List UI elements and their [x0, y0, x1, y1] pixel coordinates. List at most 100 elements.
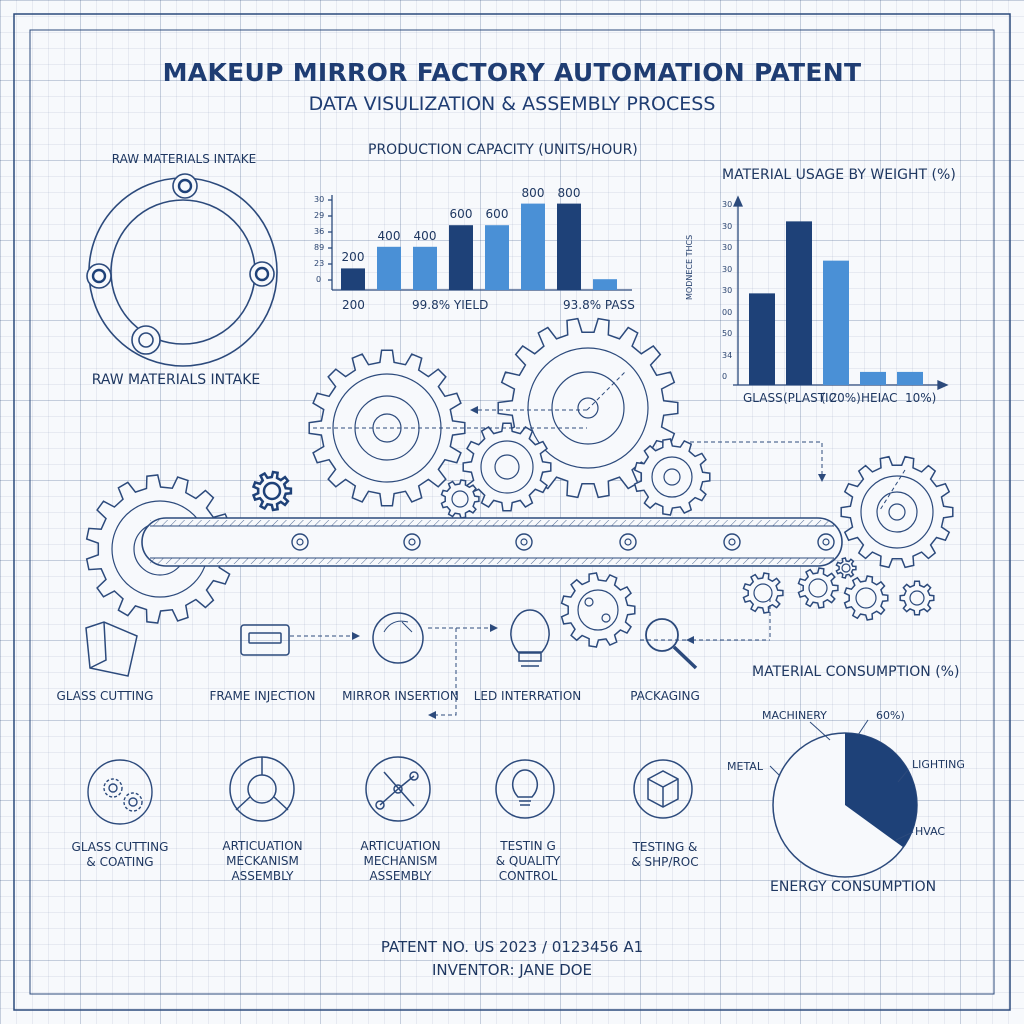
mirror-icon — [372, 612, 424, 664]
inventor-name: INVENTOR: JANE DOE — [431, 961, 593, 979]
step-line: MECHANISM — [363, 854, 438, 868]
linkage-icon — [365, 756, 431, 822]
pie-leaders — [769, 719, 914, 841]
production-bar — [377, 246, 401, 290]
production-bottom-label: 200 — [342, 298, 365, 312]
step-frame-injection: FRAME INJECTION — [209, 689, 316, 703]
material-bar — [823, 260, 849, 385]
step-glass-cutting: GLASS CUTTING — [56, 689, 154, 703]
step-line: TESTING & — [632, 840, 698, 854]
tiny-gear — [440, 479, 480, 519]
material-ytick: 50 — [722, 329, 733, 338]
step-articulation-assembly-1: ARTICUATION MECKANISM ASSEMBLY — [200, 839, 325, 884]
energy-pie — [772, 732, 918, 878]
small-gear — [633, 438, 711, 516]
material-bar — [749, 293, 775, 385]
material-chart-bars — [749, 221, 923, 385]
step-line: GLASS CUTTING — [71, 840, 169, 854]
cluster-gear-5 — [835, 557, 857, 579]
glass-sheet-icon — [85, 621, 138, 677]
lightbulb-icon — [510, 609, 550, 667]
ring-node-bottom — [131, 325, 161, 355]
production-ytick: 23 — [314, 259, 325, 268]
step-testing-qc: TESTIN G & QUALITY CONTROL — [468, 839, 588, 884]
raw-materials-ring — [86, 173, 278, 367]
patent-number: PATENT NO. US 2023 / 0123456 A1 — [380, 938, 644, 956]
roller — [619, 533, 637, 551]
material-bar — [897, 371, 923, 385]
production-bottom-label: 99.8% YIELD — [412, 298, 489, 312]
step-line: ASSEMBLY — [369, 869, 432, 883]
roller-hub — [822, 538, 830, 546]
cluster-gear-2 — [797, 567, 839, 609]
material-xlabel: GLASS — [743, 391, 783, 405]
roller-hub — [728, 538, 736, 546]
production-bar-value: 800 — [557, 185, 581, 200]
production-bar — [449, 225, 473, 290]
dashed-leaders — [290, 371, 906, 716]
gear-hub — [584, 597, 594, 607]
production-bar — [521, 203, 545, 290]
large-gear — [497, 317, 679, 499]
cluster-gear-3 — [843, 575, 889, 621]
lower-gear — [560, 572, 636, 648]
production-bar — [485, 225, 509, 290]
material-ytick: 30 — [722, 286, 733, 295]
pie-label-hvac: HVAC — [915, 825, 946, 838]
pie-footer-label: ENERGY CONSUMPTION — [770, 879, 937, 895]
step-packaging: PACKAGING — [630, 689, 700, 703]
page-subtitle: DATA VISULIZATION & ASSEMBLY PROCESS — [308, 93, 716, 115]
cluster-gear-1 — [742, 572, 784, 614]
production-chart-title: PRODUCTION CAPACITY (UNITS/HOUR) — [368, 142, 638, 158]
mid-gear — [462, 422, 552, 512]
production-ytick: 29 — [314, 211, 325, 220]
production-bar-value: 600 — [485, 207, 509, 222]
raw-materials-label-bottom: RAW MATERIALS INTAKE — [91, 372, 261, 388]
material-chart-ylabel: MODNECE THCS — [685, 234, 694, 300]
material-bar — [786, 221, 812, 385]
production-bar-value: 800 — [521, 185, 545, 200]
roller — [403, 533, 421, 551]
production-bar — [593, 279, 617, 290]
step-line: ARTICUATION — [360, 839, 441, 853]
step-line: & COATING — [86, 855, 154, 869]
pie-title: MATERIAL CONSUMPTION (%) — [752, 664, 960, 680]
production-ytick: 36 — [314, 227, 325, 236]
gear-hub — [601, 613, 611, 623]
material-ytick: 30 — [722, 243, 733, 252]
roller — [515, 533, 533, 551]
production-bar-value: 200 — [341, 250, 365, 265]
inner-frame — [29, 29, 995, 995]
outer-frame — [13, 13, 1011, 1011]
production-bar — [557, 203, 581, 290]
step-glass-coating: GLASS CUTTING & COATING — [60, 840, 180, 870]
frame-icon — [240, 624, 290, 656]
roller-hub — [520, 538, 528, 546]
ring-node-top — [172, 173, 198, 199]
production-bar-value: 400 — [413, 228, 437, 243]
roller-hub — [408, 538, 416, 546]
gear-train — [85, 317, 954, 648]
production-chart-bars — [341, 203, 617, 290]
pie-label-lighting: LIGHTING — [912, 758, 965, 771]
step-line: MECKANISM — [226, 854, 299, 868]
ring-node-right — [249, 261, 275, 287]
material-ytick: 30 — [722, 221, 733, 231]
production-bottom-label: 93.8% PASS — [563, 298, 635, 312]
magnifier-icon — [645, 618, 698, 670]
production-bar-value: 400 — [377, 228, 401, 243]
small-dark-gear — [251, 470, 293, 512]
step-line: ASSEMBLY — [231, 869, 294, 883]
arrow-heads — [352, 406, 826, 719]
material-xlabel: 10%) — [905, 391, 937, 405]
material-xlabel: (PLASTIC — [783, 391, 837, 405]
material-ytick: 34 — [722, 350, 733, 360]
material-ytick: 30 — [722, 264, 733, 274]
pie-label-metal: METAL — [727, 760, 763, 773]
material-chart-title: MATERIAL USAGE BY WEIGHT (%) — [722, 167, 956, 183]
material-xlabel: ( 20%) — [821, 391, 861, 405]
step-line: & QUALITY — [495, 854, 561, 868]
material-bar — [860, 371, 886, 385]
